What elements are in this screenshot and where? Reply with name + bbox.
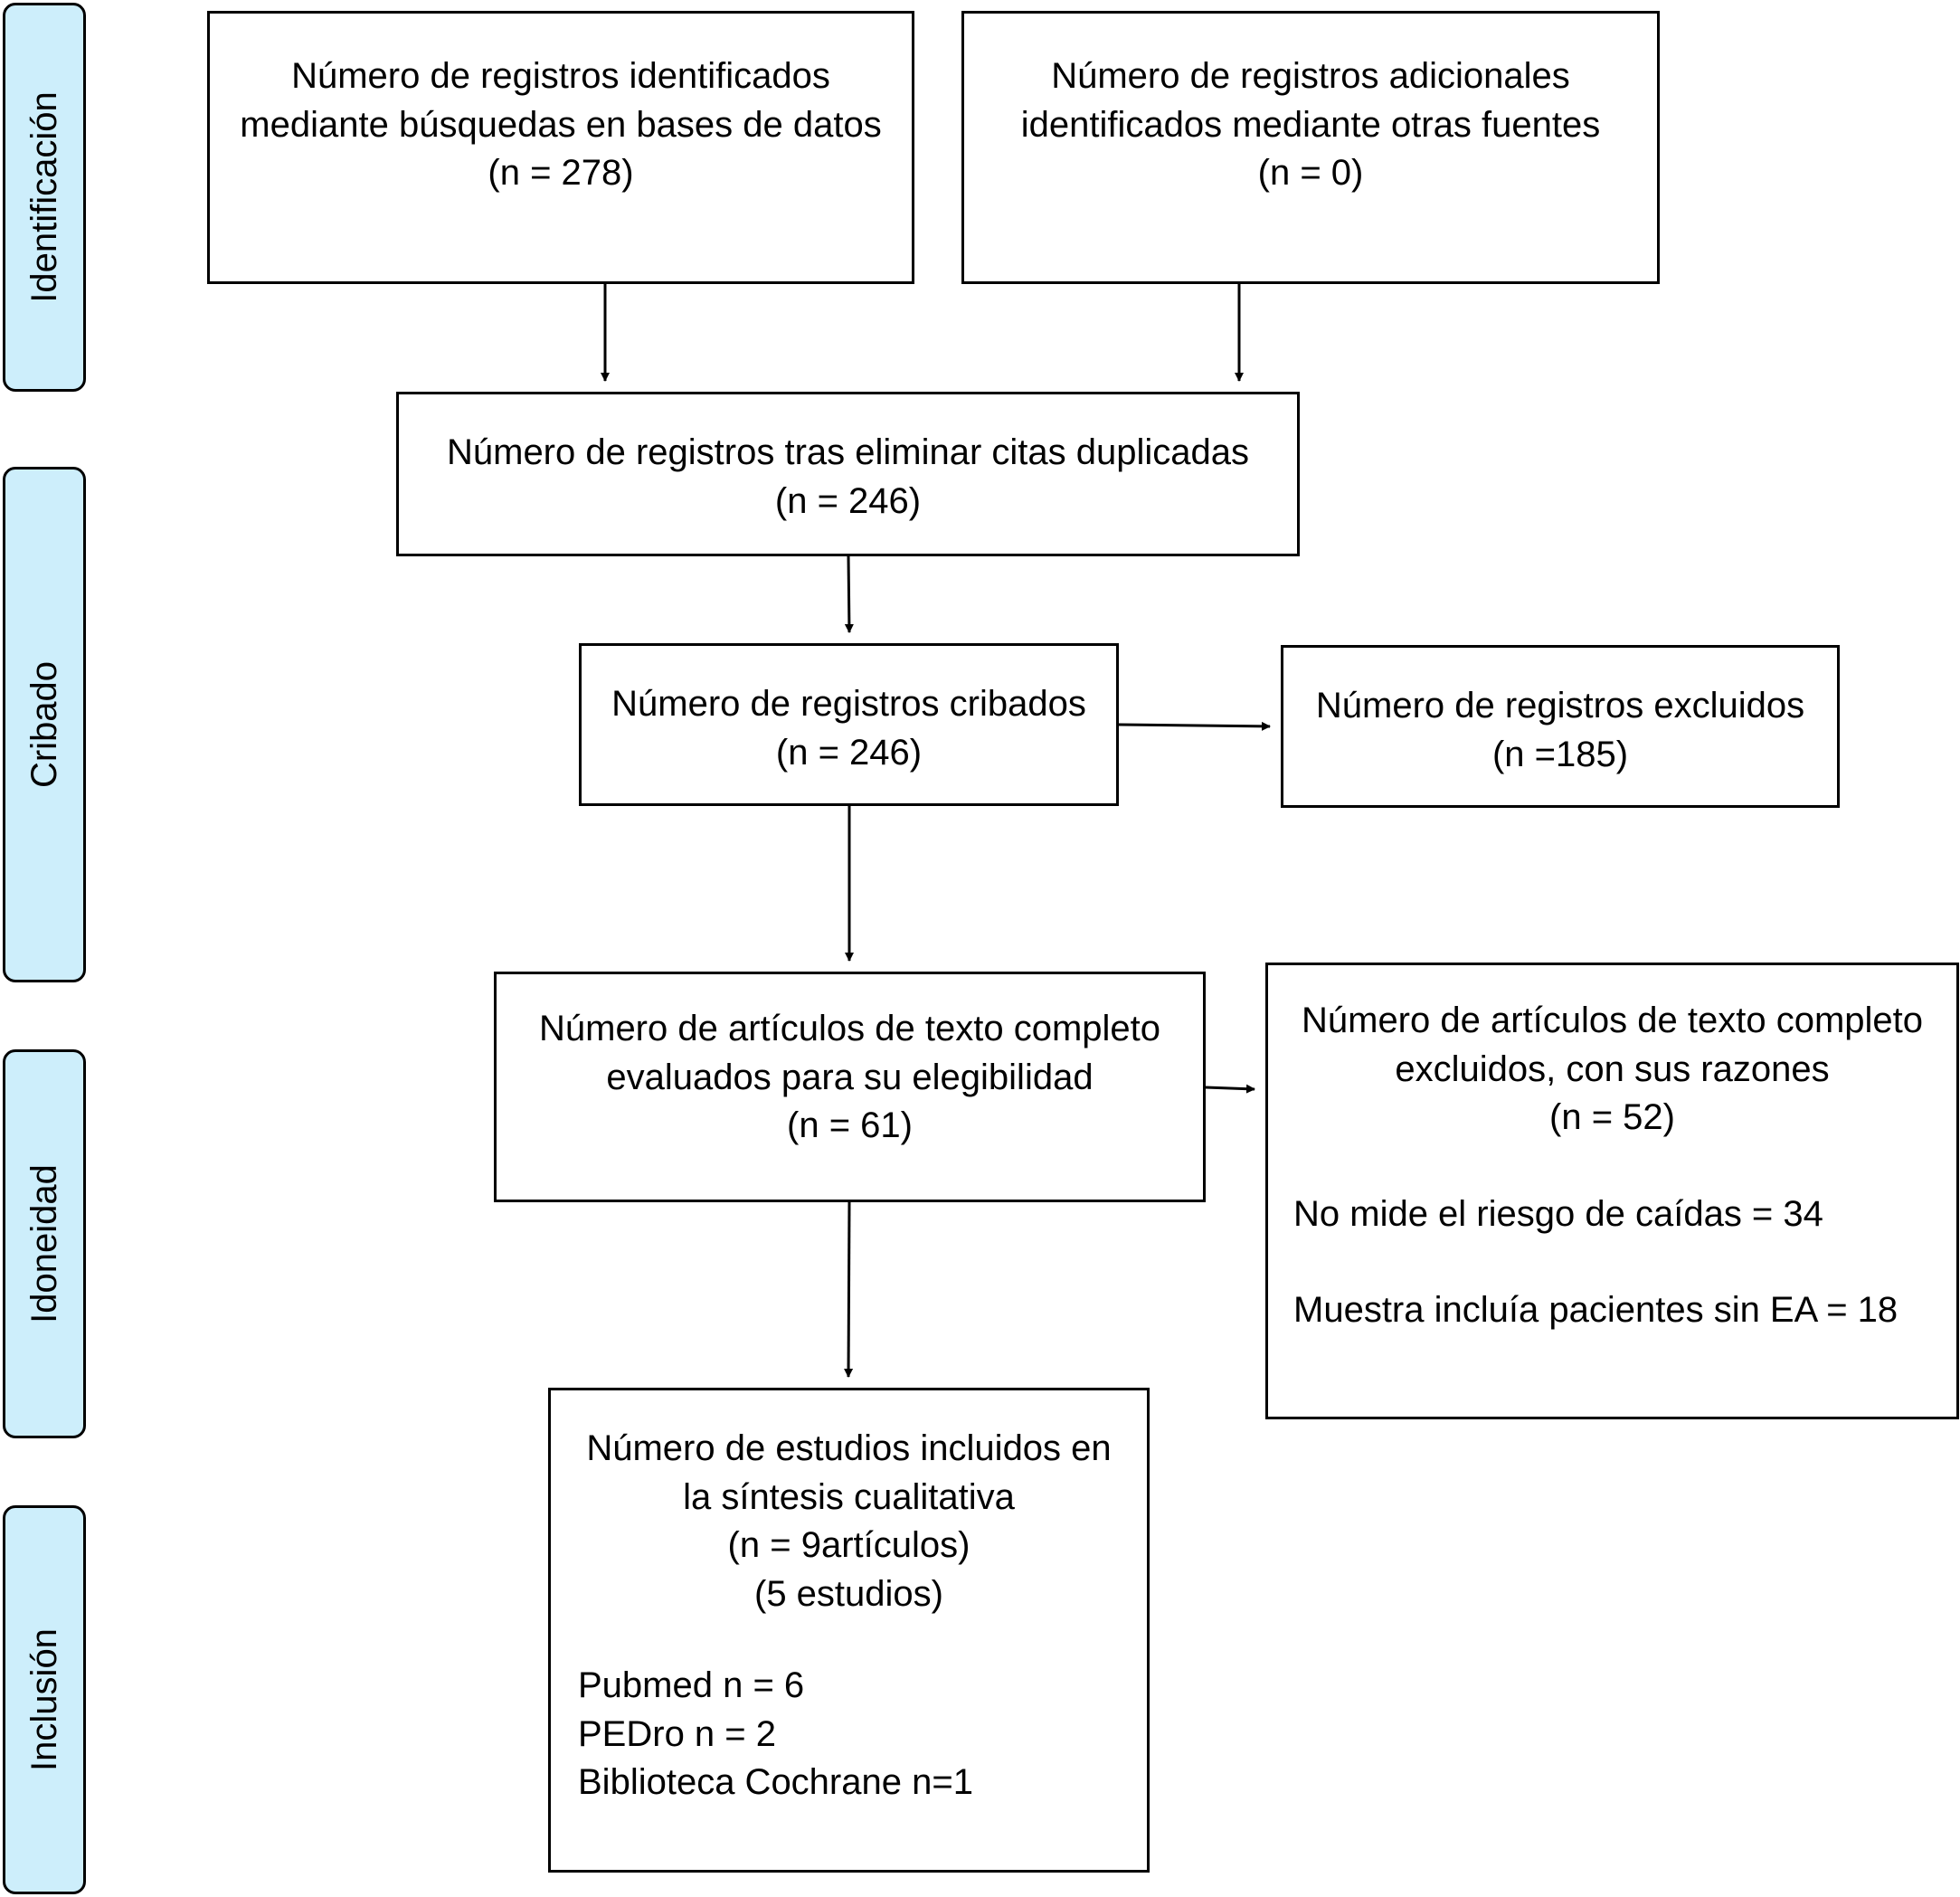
box-included: Número de estudios incluidos en la sínte… — [548, 1388, 1150, 1873]
box-screened: Número de registros cribados (n = 246) — [579, 643, 1119, 806]
box-fulltext-excluded: Número de artículos de texto completo ex… — [1265, 963, 1959, 1419]
box-line: (n = 246) — [775, 732, 923, 773]
box-fulltext-assessed: Número de artículos de texto completo ev… — [494, 972, 1206, 1202]
box-line: excluidos, con sus razones — [1395, 1048, 1830, 1089]
arrow-screened-to-excluded — [1118, 721, 1271, 731]
box-line: mediante búsquedas en bases de datos — [240, 104, 882, 145]
box-line: la síntesis cualitativa — [683, 1476, 1015, 1517]
box-line: (n =185) — [1491, 734, 1629, 774]
box-line: (n = 61) — [787, 1105, 913, 1145]
box-line: (n = 246) — [774, 480, 922, 521]
box-line: Número de registros excluidos — [1315, 686, 1805, 726]
exclusion-reasons: No mide el riesgo de caídas = 34 Muestra… — [1268, 1190, 1956, 1335]
box-header: Número de artículos de texto completo ex… — [1268, 997, 1956, 1143]
source-item: Biblioteca Cochrane n=1 — [578, 1762, 973, 1802]
box-line: evaluados para su elegibilidad — [606, 1057, 1094, 1097]
box-other-sources: Número de registros adicionales identifi… — [961, 11, 1660, 284]
box-line: identificados mediante otras fuentes — [1020, 104, 1601, 145]
exclusion-reason: Muestra incluía pacientes sin EA = 18 — [1293, 1290, 1898, 1330]
box-line: Número de artículos de texto completo — [1301, 1001, 1923, 1040]
box-line: (n = 52) — [1549, 1097, 1675, 1137]
source-item: Pubmed n = 6 — [578, 1665, 805, 1705]
box-line: Número de artículos de texto completo — [538, 1009, 1160, 1048]
box-line: (n = 9artículos) — [727, 1525, 971, 1565]
stage-tab-identificacion: Identificación — [3, 3, 86, 392]
box-header: Número de estudios incluidos en la sínte… — [551, 1425, 1147, 1618]
exclusion-reason: No mide el riesgo de caídas = 34 — [1293, 1193, 1823, 1234]
stage-tab-inclusion: Inclusión — [3, 1505, 86, 1894]
stage-tab-cribado: Cribado — [3, 467, 86, 982]
arrow-fulltext-to-excluded — [1205, 1084, 1255, 1094]
box-excluded: Número de registros excluidos (n =185) — [1281, 645, 1840, 808]
included-sources: Pubmed n = 6 PEDro n = 2 Biblioteca Coch… — [551, 1662, 1147, 1807]
box-line: (n = 278) — [488, 153, 634, 193]
box-line: Número de registros cribados — [611, 684, 1086, 724]
box-line: (5 estudios) — [754, 1573, 943, 1614]
arrow-fulltext-to-included — [844, 1201, 854, 1378]
box-line: Número de estudios incluidos en — [586, 1428, 1112, 1468]
box-line: (n = 0) — [1257, 153, 1364, 193]
source-item: PEDro n = 2 — [578, 1713, 777, 1754]
box-deduplicated: Número de registros tras eliminar citas … — [396, 392, 1300, 556]
box-line: Número de registros tras eliminar citas … — [446, 432, 1250, 472]
box-database-records: Número de registros identificados median… — [207, 11, 914, 284]
box-line: Número de registros identificados — [291, 56, 830, 96]
box-line: Número de registros adicionales — [1051, 56, 1570, 96]
arrow-dedup-to-screened — [844, 555, 854, 633]
stage-tab-idoneidad: Idoneidad — [3, 1049, 86, 1438]
